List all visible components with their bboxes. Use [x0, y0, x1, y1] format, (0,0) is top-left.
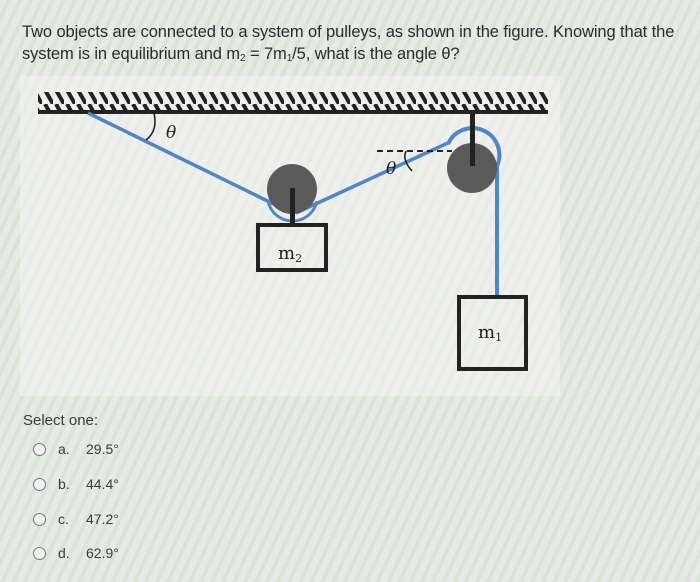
- option-d[interactable]: d. 62.9°: [33, 545, 119, 561]
- pulley-diagram: θ θ m2 m1: [38, 92, 548, 371]
- pulley-figure: θ θ m2 m1: [20, 76, 560, 396]
- radio-button[interactable]: [33, 546, 46, 560]
- svg-text:m2: m2: [278, 243, 302, 265]
- option-letter: b.: [58, 476, 70, 492]
- option-value: 47.2°: [86, 511, 119, 527]
- mass-m1: m1: [457, 295, 528, 371]
- option-a[interactable]: a. 29.5°: [33, 441, 119, 457]
- option-value: 44.4°: [86, 476, 119, 492]
- rope-left: [87, 111, 293, 215]
- pulley-fixed: [446, 114, 502, 296]
- option-c[interactable]: c. 47.2°: [33, 511, 119, 527]
- option-value: 62.9°: [86, 545, 119, 561]
- radio-button[interactable]: [33, 477, 46, 491]
- option-letter: d.: [58, 545, 70, 561]
- ceiling: [38, 92, 548, 114]
- question-text: Two objects are connected to a system of…: [22, 21, 682, 70]
- angle-arc-right: [404, 150, 413, 172]
- angle-label-left: θ: [166, 123, 176, 143]
- option-letter: a.: [58, 441, 70, 457]
- angle-label-right: θ: [386, 159, 396, 179]
- svg-text:m1: m1: [478, 322, 502, 344]
- option-value: 29.5°: [86, 441, 119, 457]
- option-letter: c.: [58, 511, 69, 527]
- radio-button[interactable]: [33, 442, 46, 456]
- pulley-movable: [266, 164, 319, 224]
- question-line-2: system is in equilibrium and m2 = 7m1/5,…: [22, 45, 460, 64]
- select-one-label: Select one:: [23, 412, 99, 429]
- radio-button[interactable]: [33, 512, 46, 526]
- angle-arc-left: [145, 112, 156, 141]
- option-b[interactable]: b. 44.4°: [33, 476, 119, 492]
- rope-middle: [295, 140, 451, 215]
- question-line-1: Two objects are connected to a system of…: [22, 23, 675, 41]
- mass-m2: m2: [256, 223, 328, 272]
